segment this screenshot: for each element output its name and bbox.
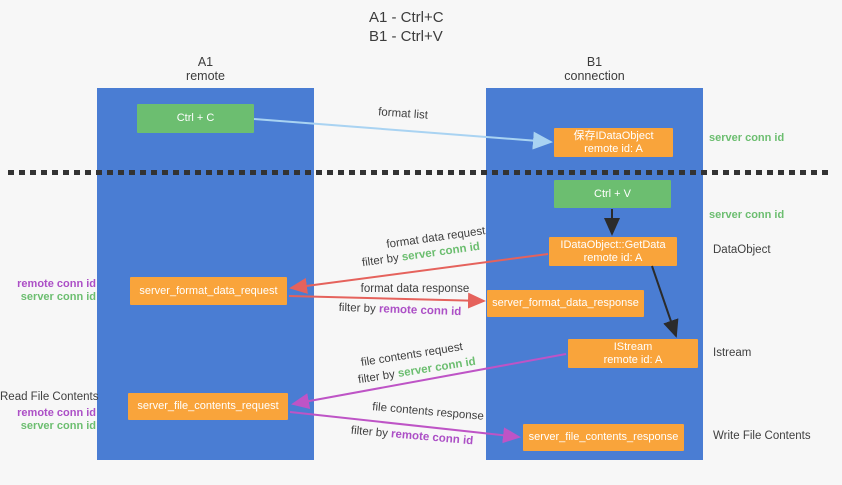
dataobject-label: DataObject <box>713 244 771 256</box>
remote-conn-id-label: remote conn id <box>17 278 96 290</box>
istream-line2: remote id: A <box>603 353 663 366</box>
dotted-divider-line <box>8 170 832 175</box>
column-a-id: A1 <box>197 55 214 69</box>
column-b-subtitle: connection <box>564 69 625 83</box>
server-file-contents-request-box: server_file_contents_request <box>128 393 288 420</box>
server-conn-id-right-top: server conn id <box>709 132 785 144</box>
ctrl-v-label: Ctrl + V <box>594 187 631 200</box>
ctrl-v-box: Ctrl + V <box>554 180 671 208</box>
write-file-contents-label: Write File Contents <box>713 430 811 442</box>
read-file-contents-label: Read File Contents <box>0 391 99 403</box>
title-line-1: A1 - Ctrl+C <box>369 9 444 26</box>
server-file-contents-request-label: server_file_contents_request <box>137 400 279 412</box>
remote-conn-id-label: remote conn id <box>17 407 96 419</box>
remote-conn-id-filter-value: remote conn id <box>390 428 474 448</box>
istream-right-label: Istream <box>713 347 752 359</box>
left-conn-id-group-2: remote conn id server conn id <box>0 407 96 433</box>
server-format-data-response-box: server_format_data_response <box>487 290 644 317</box>
server-format-data-request-box: server_format_data_request <box>130 277 287 305</box>
title-line-2: B1 - Ctrl+V <box>369 28 443 45</box>
istream-box: IStream remote id: A <box>568 339 698 368</box>
filter-prefix: filter by <box>357 368 399 387</box>
server-conn-id-label: server conn id <box>20 420 96 432</box>
getdata-line2: remote id: A <box>583 251 643 264</box>
server-format-data-response-label: server_format_data_response <box>492 297 639 309</box>
column-a-header: A1 remote <box>97 55 314 83</box>
filter-prefix: filter by <box>338 301 380 316</box>
format-data-response-label: format data response <box>360 283 470 295</box>
save-idataobject-line1: 保存IDataObject <box>573 129 654 142</box>
filter-prefix: filter by <box>350 424 392 441</box>
remote-conn-id-filter-value: remote conn id <box>378 303 462 319</box>
getdata-line1: IDataObject::GetData <box>560 238 666 251</box>
format-list-label: format list <box>377 106 429 122</box>
ctrl-c-label: Ctrl + C <box>176 112 215 124</box>
ctrl-c-box: Ctrl + C <box>137 104 254 133</box>
column-b-id: B1 <box>586 55 603 69</box>
istream-line1: IStream <box>613 340 653 353</box>
save-idataobject-box: 保存IDataObject remote id: A <box>554 128 673 157</box>
file-contents-response-label: file contents response <box>371 401 485 423</box>
save-idataobject-line2: remote id: A <box>584 142 643 155</box>
filter-by-remote-conn-id-label-2: filter by remote conn id <box>342 424 483 449</box>
column-a-subtitle: remote <box>186 69 225 83</box>
left-conn-id-group-1: remote conn id server conn id <box>0 278 96 304</box>
server-conn-id-label: server conn id <box>20 291 96 303</box>
column-b-header: B1 connection <box>486 55 703 83</box>
server-conn-id-right-mid: server conn id <box>709 209 785 221</box>
filter-by-remote-conn-id-label-1: filter by remote conn id <box>330 302 470 320</box>
format-data-response-arrow <box>288 292 486 309</box>
server-file-contents-response-label: server_file_contents_response <box>528 431 679 443</box>
filter-prefix: filter by <box>361 251 403 270</box>
server-format-data-request-label: server_format_data_request <box>139 284 278 297</box>
diagram-title: A1 - Ctrl+C B1 - Ctrl+V <box>369 8 444 46</box>
server-file-contents-response-box: server_file_contents_response <box>523 424 684 451</box>
idataobject-getdata-box: IDataObject::GetData remote id: A <box>549 237 677 266</box>
